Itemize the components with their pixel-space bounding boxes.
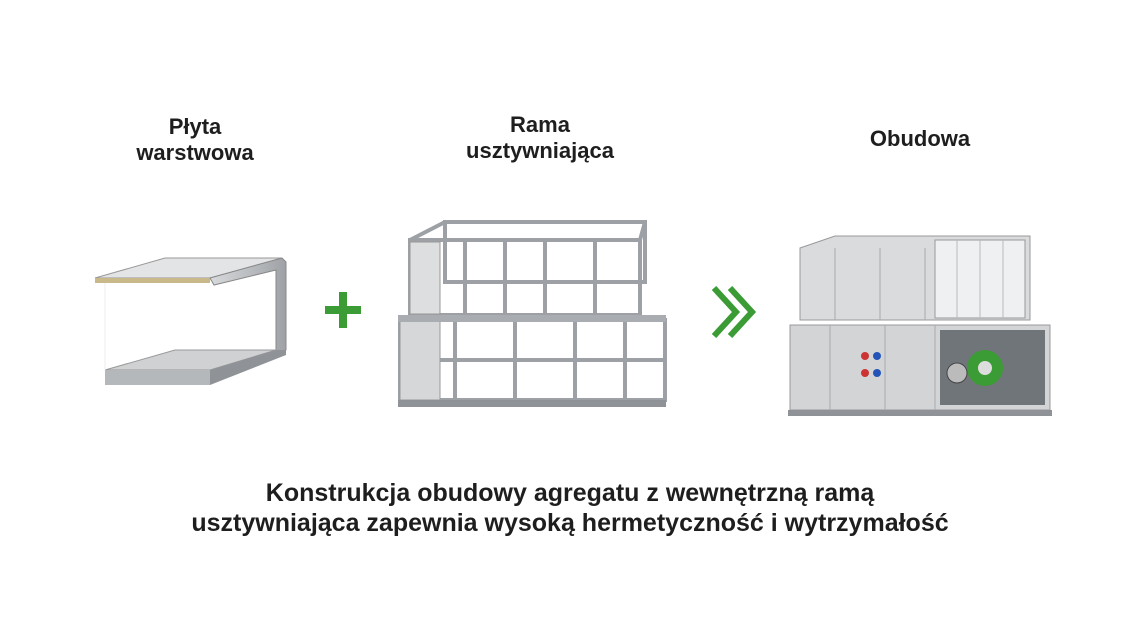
casing-label-line1: Obudowa	[869, 126, 971, 151]
panel-label: Płyta warstwowa	[90, 114, 300, 166]
sandwich-panel-image	[94, 257, 287, 385]
frame-label-line2: usztywniająca	[466, 138, 614, 163]
double-chevron-right-icon	[711, 285, 757, 339]
caption-line2: usztywniająca zapewnia wysoką hermetyczn…	[191, 509, 949, 537]
stiffening-frame-image	[398, 220, 667, 407]
frame-label: Rama usztywniająca	[430, 112, 650, 164]
panel-label-line1: Płyta	[168, 114, 222, 139]
panel-label-line2: warstwowa	[136, 140, 254, 165]
casing-label: Obudowa	[810, 126, 1030, 152]
frame-label-line1: Rama	[510, 112, 570, 137]
caption-line1: Konstrukcja obudowy agregatu z wewnętrzn…	[265, 479, 875, 507]
caption: Konstrukcja obudowy agregatu z wewnętrzn…	[0, 478, 1140, 538]
plus-icon	[325, 292, 361, 328]
casing-unit-image	[788, 235, 1052, 416]
